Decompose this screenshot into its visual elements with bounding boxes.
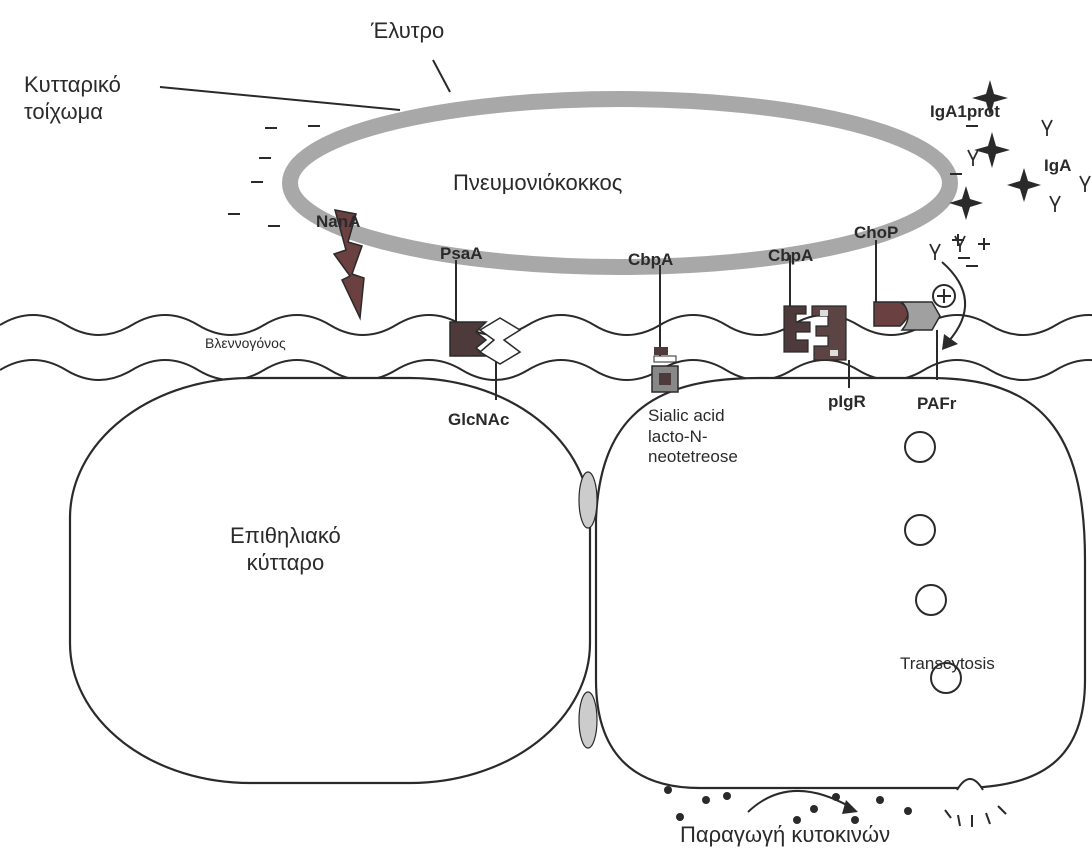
cbpa-label-1: CbpA: [628, 250, 673, 270]
iga1prot-label: IgA1prot: [930, 102, 1000, 122]
iga-label: IgA: [1044, 156, 1071, 176]
cbpa-sialic-receptor: [652, 347, 678, 392]
vesicle-2: [905, 515, 935, 545]
iga1prot-stars: [949, 80, 1041, 220]
epithelial-cell-left: [70, 378, 590, 783]
nana-label: NanA: [316, 212, 360, 232]
vesicle-1: [905, 432, 935, 462]
psaa-label: PsaA: [440, 244, 483, 264]
chop-pafr-shape: [874, 302, 940, 330]
mucosa-label: Βλεννογόνος: [205, 335, 286, 351]
pafr-label: PAFr: [917, 394, 956, 414]
epithelial-cell-label: Επιθηλιακό κύτταρο: [230, 523, 341, 577]
cell-wall-label: Κυτταρικό τοίχωμα: [24, 72, 121, 126]
glcnac-label: GlcNAc: [448, 410, 509, 430]
cytokines-label: Παραγωγή κυτοκινών: [680, 822, 890, 848]
chop-label: ChoP: [854, 223, 898, 243]
capsule-label: Έλυτρο: [371, 18, 444, 44]
capsule-pointer: [433, 60, 450, 92]
psaa-glcnac-shape: [450, 318, 520, 364]
cytokine-arrow: [748, 791, 858, 814]
pneumococcus-label: Πνευμονιόκοκκος: [453, 170, 622, 196]
cbpa-label-2: CbpA: [768, 246, 813, 266]
cell-wall-pointer: [160, 87, 400, 110]
junction-upper: [579, 472, 597, 528]
vesicle-3: [916, 585, 946, 615]
burst-marks: [945, 806, 1006, 827]
junction-lower: [579, 692, 597, 748]
cbpa-pigr-receptor: [784, 306, 846, 360]
pigr-label: pIgR: [828, 392, 866, 412]
sialic-acid-label: Sialic acid lacto-N- neotetreose: [648, 406, 738, 468]
transcytosis-label: Transcytosis: [900, 654, 995, 674]
